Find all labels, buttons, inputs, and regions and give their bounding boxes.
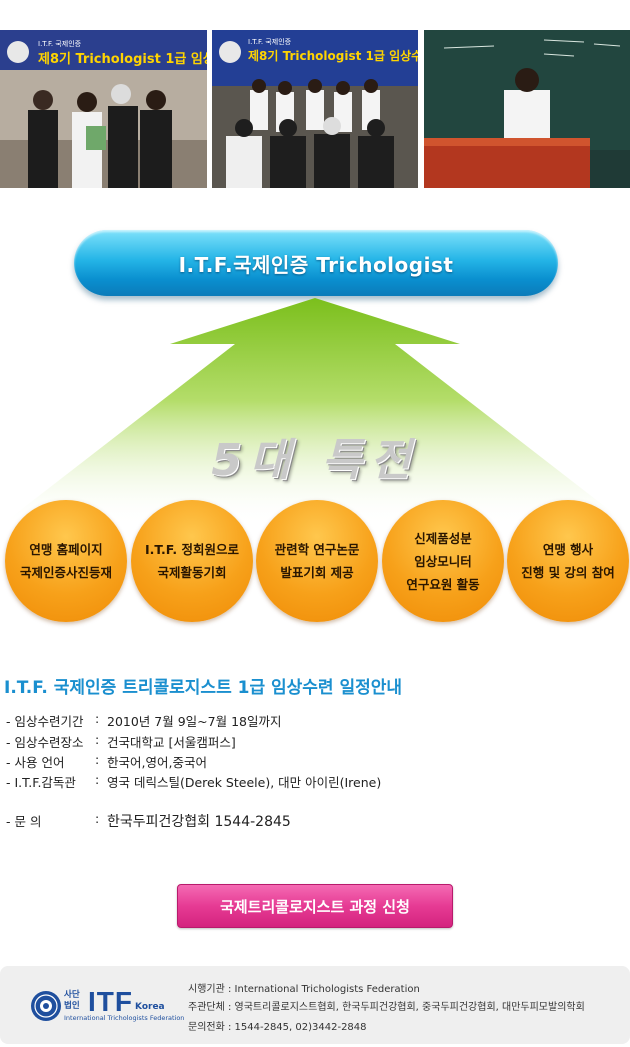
- footer-hosts: 주관단체 : 영국트리콜로지스트협회, 한국두피건강협회, 중국두피건강협회, …: [188, 1002, 585, 1013]
- seal-icon: [31, 991, 61, 1021]
- ceremony-photo: I.T.F. 국제인증 제8기 Trichologist 1급 임상수: [0, 30, 207, 188]
- logo-korea: Korea: [135, 1002, 165, 1012]
- row-colon: :: [95, 811, 100, 826]
- logo-subtitle: International Trichologists Federation: [64, 1014, 185, 1022]
- row-colon: :: [95, 711, 100, 726]
- row-colon: :: [95, 752, 100, 767]
- schedule-row-period: - 임상수련기간 : 2010년 7월 9일~7월 18일까지: [6, 711, 606, 731]
- row-label: - 임상수련장소: [6, 735, 84, 750]
- row-value: 건국대학교 [서울캠퍼스]: [107, 735, 236, 750]
- row-label: - 임상수련기간: [6, 714, 84, 729]
- apply-button[interactable]: 국제트리콜로지스트 과정 신청: [177, 884, 453, 928]
- schedule-row-supervisor: - I.T.F.감독관 : 영국 데릭스틸(Derek Steele), 대만 …: [6, 772, 606, 792]
- feature-1-line-2: 국제인증사진등재: [19, 565, 112, 580]
- banner-title-1: 제8기 Trichologist 1급 임상수: [38, 52, 207, 67]
- schedule-row-place: - 임상수련장소 : 건국대학교 [서울캠퍼스]: [6, 732, 606, 752]
- row-colon: :: [95, 772, 100, 787]
- feature-4-line-3: 연구요원 활동: [406, 576, 480, 592]
- logo-label: 사단 법인: [64, 990, 80, 1012]
- group-photo: I.T.F. 국제인증 제8기 Trichologist 1급 임상수련: [212, 30, 418, 188]
- banner-prefix-1: I.T.F. 국제인증: [38, 39, 82, 48]
- up-arrow-graphic: [0, 298, 630, 526]
- row-label: - 문 의: [6, 814, 42, 829]
- footer-contact: 문의전화 : 1544-2845, 02)3442-2848: [188, 1022, 367, 1033]
- footer: 사단 법인 ITF Korea International Trichologi…: [0, 966, 630, 1044]
- row-label: - 사용 언어: [6, 755, 65, 770]
- banner-prefix-2: I.T.F. 국제인증: [248, 37, 292, 46]
- feature-4-line-1: 신제품성분: [414, 530, 472, 546]
- schedule-row-contact: - 문 의 : 한국두피건강협회 1544-2845: [6, 811, 606, 831]
- feature-4-line-2: 임상모니터: [414, 553, 472, 569]
- photo-strip: I.T.F. 국제인증 제8기 Trichologist 1급 임상수 I.T.…: [0, 30, 630, 188]
- row-colon: :: [95, 732, 100, 747]
- feature-3-line-1: 관련학 연구논문: [274, 542, 360, 557]
- banner-title-2: 제8기 Trichologist 1급 임상수련: [248, 48, 418, 63]
- feature-heading: 5대 특전: [211, 435, 419, 486]
- apply-button-label: 국제트리콜로지스트 과정 신청: [220, 897, 410, 916]
- feature-circle-2: I.T.F. 정회원으로 국제활동기회: [131, 500, 253, 622]
- row-value: 한국어,영어,중국어: [107, 755, 207, 770]
- feature-3-line-2: 발표기회 제공: [280, 565, 354, 580]
- schedule-title: I.T.F. 국제인증 트리콜로지스트 1급 임상수련 일정안내: [4, 678, 403, 698]
- feature-1-line-1: 연맹 홈페이지: [29, 542, 103, 557]
- schedule-row-language: - 사용 언어 : 한국어,영어,중국어: [6, 752, 606, 772]
- feature-circle-3: 관련학 연구논문 발표기회 제공: [256, 500, 378, 622]
- feature-2-line-1: I.T.F. 정회원으로: [144, 542, 240, 557]
- logo-small-1: 사단: [64, 990, 80, 1000]
- row-value: 2010년 7월 9일~7월 18일까지: [107, 714, 282, 729]
- title-pill-text: I.T.F.국제인증 Trichologist: [178, 252, 454, 277]
- itf-logo: 사단 법인 ITF Korea International Trichologi…: [30, 986, 184, 1026]
- feature-circle-4: 신제품성분 임상모니터 연구요원 활동: [382, 500, 504, 622]
- feature-5-line-2: 진행 및 강의 참여: [521, 565, 615, 580]
- row-value: 한국두피건강협회 1544-2845: [107, 814, 291, 830]
- feature-circle-5: 연맹 행사 진행 및 강의 참여: [507, 500, 629, 622]
- logo-small-2: 법인: [64, 1001, 80, 1011]
- lecture-photo: [424, 30, 630, 188]
- feature-5-line-1: 연맹 행사: [542, 542, 594, 557]
- row-label: - I.T.F.감독관: [6, 775, 76, 790]
- feature-circle-1: 연맹 홈페이지 국제인증사진등재: [5, 500, 127, 622]
- feature-2-line-2: 국제활동기회: [157, 565, 227, 580]
- footer-organizer: 시행기관 : International Trichologists Feder…: [188, 984, 420, 995]
- logo-itf: ITF: [88, 986, 133, 1017]
- row-value: 영국 데릭스틸(Derek Steele), 대만 아이린(Irene): [107, 775, 382, 790]
- title-pill: I.T.F.국제인증 Trichologist: [74, 230, 558, 296]
